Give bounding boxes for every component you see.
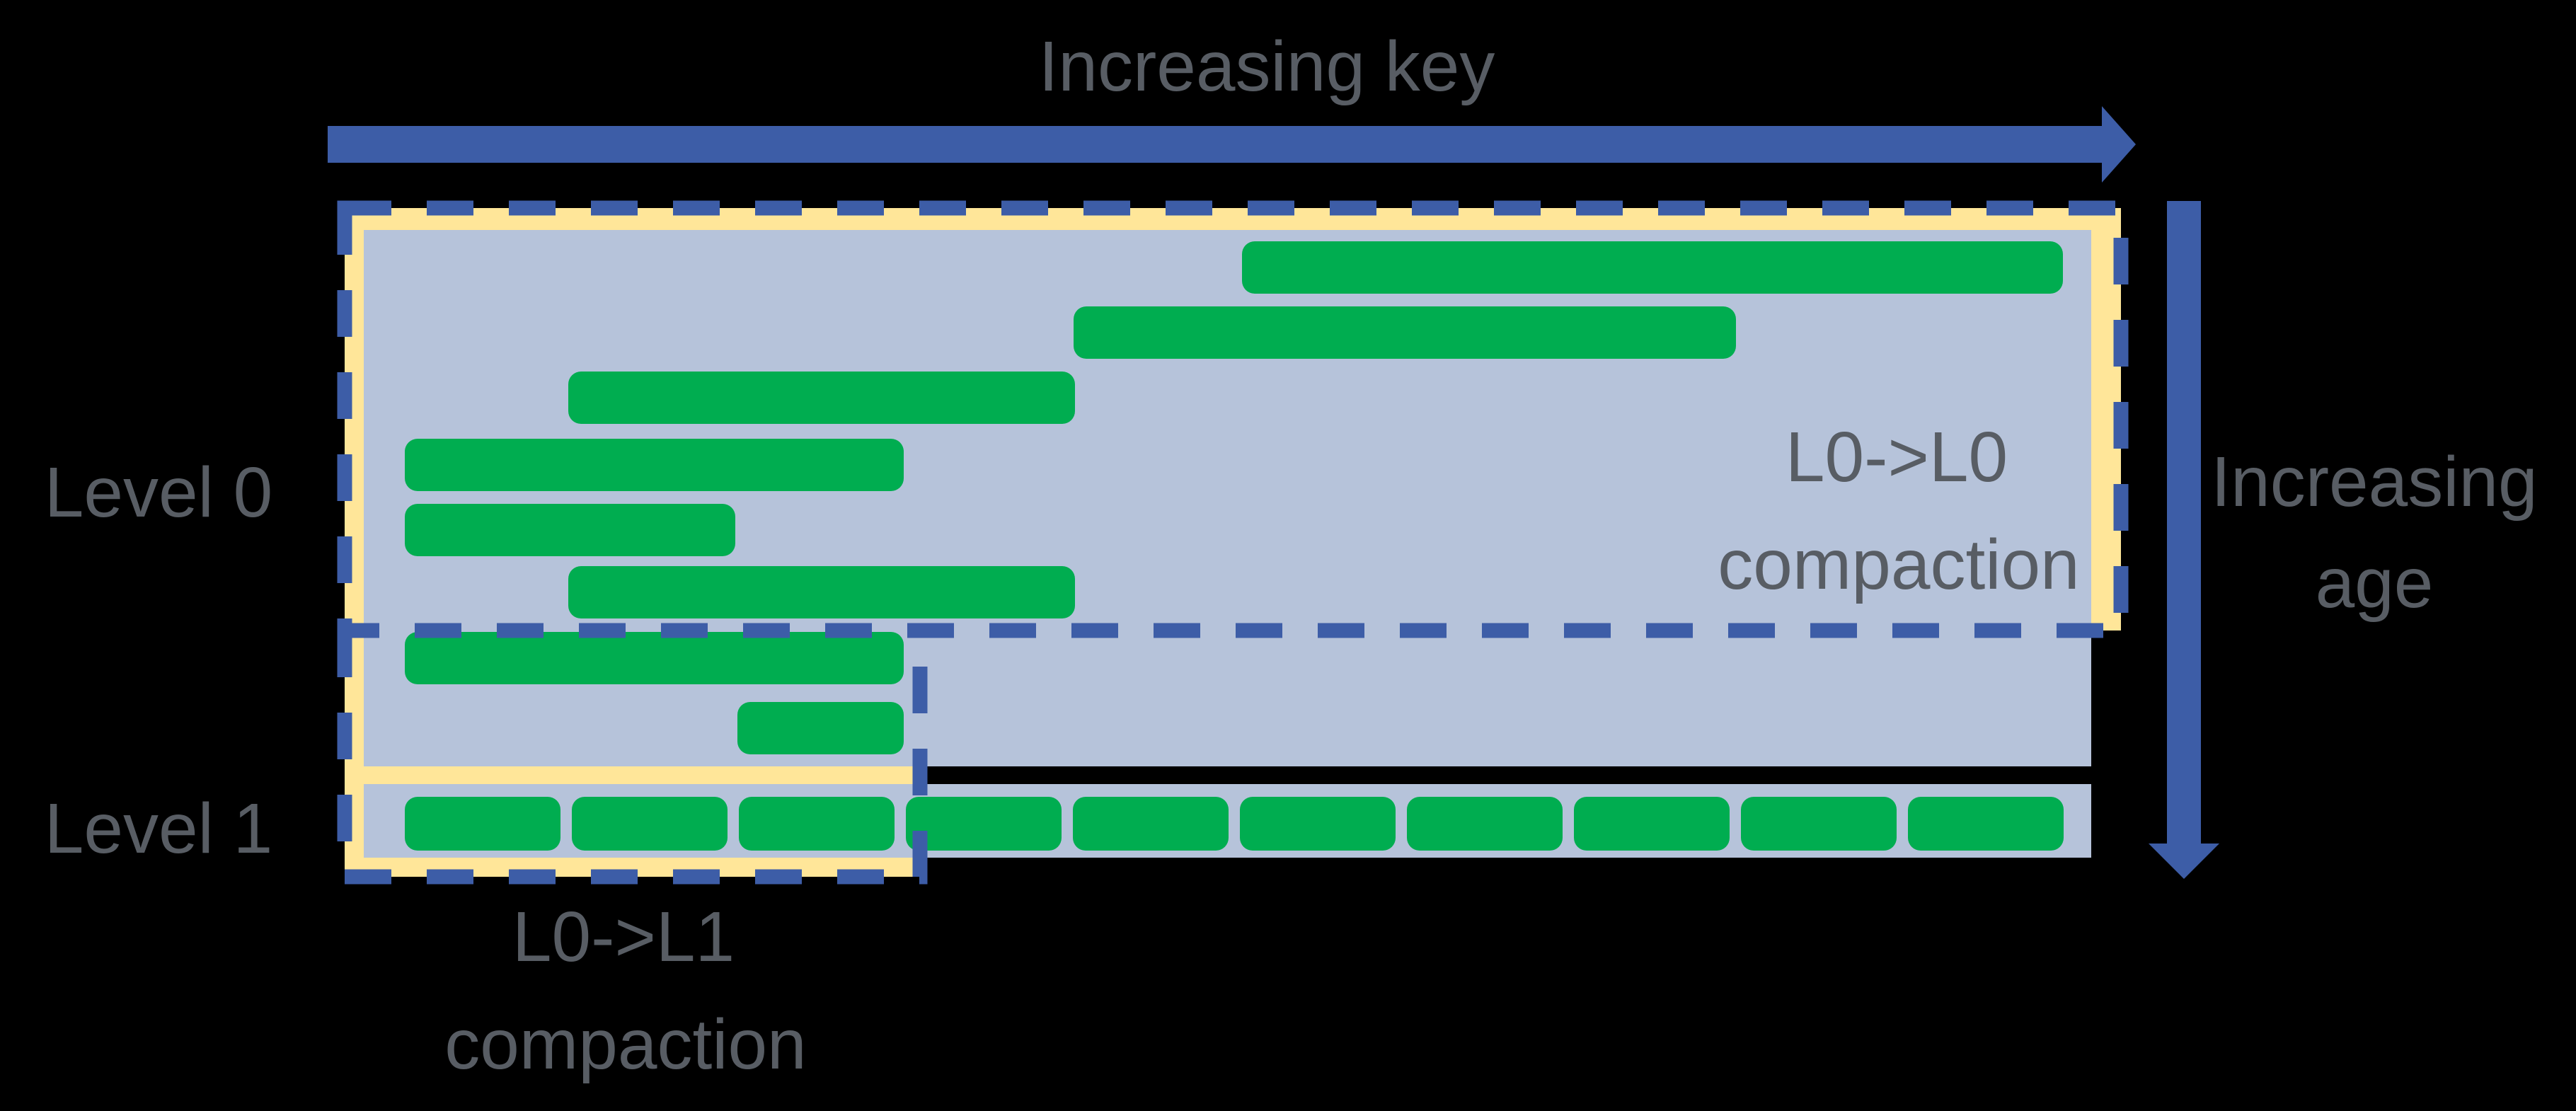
l0-l0-compaction-label-line2: compaction	[1718, 525, 2079, 604]
sstable	[568, 566, 1075, 618]
sstable	[1407, 797, 1563, 851]
sstable	[405, 797, 560, 851]
age-arrow-shaft	[2167, 201, 2201, 844]
increasing-age-label-line1: Increasing	[2211, 442, 2537, 522]
increasing-age-label-line2: age	[2316, 543, 2434, 623]
sstable	[906, 797, 1062, 851]
sstable	[568, 372, 1075, 424]
sstable	[1908, 797, 2064, 851]
sstable	[572, 797, 728, 851]
sstable	[405, 504, 735, 556]
sstable	[739, 797, 895, 851]
l0-l0-compaction-border	[337, 200, 2129, 638]
sstable	[1074, 306, 1736, 359]
l0-l0-compaction-label-line1: L0->L0	[1786, 418, 2008, 497]
level1-sstables	[405, 797, 2064, 851]
sstable	[1242, 241, 2063, 294]
key-arrow-icon	[328, 106, 2136, 183]
l0-l1-compaction-border	[337, 631, 928, 885]
key-arrow-shaft	[328, 126, 2102, 163]
sstable	[737, 702, 904, 754]
sstable	[405, 632, 904, 684]
level1-label: Level 1	[45, 789, 272, 868]
sstable	[1741, 797, 1897, 851]
key-arrow-head	[2102, 106, 2136, 183]
increasing-key-label: Increasing key	[1039, 27, 1495, 106]
level0-label: Level 0	[45, 453, 272, 532]
age-arrow-head	[2149, 844, 2219, 879]
l0-l1-compaction-label-line1: L0->L1	[512, 897, 735, 977]
age-arrow-icon	[2149, 201, 2219, 879]
sstable	[1240, 797, 1396, 851]
l0-l1-compaction-label-line2: compaction	[444, 1005, 806, 1084]
sstable	[1073, 797, 1229, 851]
sstable	[1574, 797, 1730, 851]
level0-sstables	[405, 241, 2063, 754]
sstable	[405, 439, 904, 491]
